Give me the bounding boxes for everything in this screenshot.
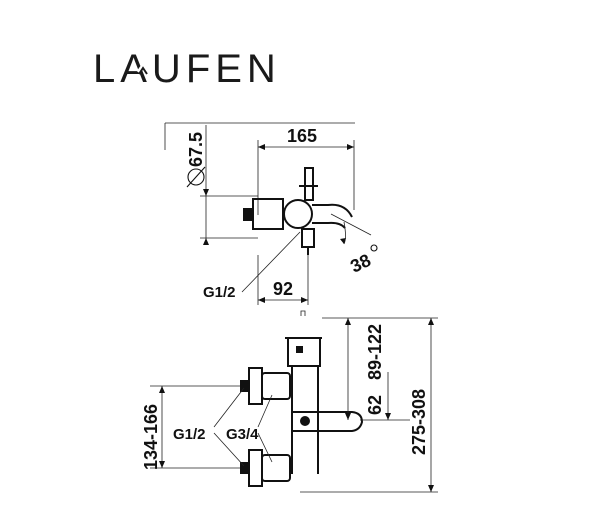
laufen-logo: LAUFEN: [93, 47, 281, 91]
dim-angle: 38: [347, 250, 374, 277]
hose-outlet-shape: [301, 228, 315, 248]
spout-inner-shape: [312, 221, 346, 229]
diverter-housing-shape: [287, 337, 321, 367]
dim-spout-range: 89-122: [365, 324, 385, 380]
mixer-body-shape: [252, 198, 284, 230]
lower-wall-connection-shape: [240, 462, 249, 474]
label-connection-2: G3/4: [226, 426, 259, 443]
dim-offset: 92: [273, 279, 293, 299]
label-connection-top: G1/2: [203, 284, 236, 301]
dim-diameter: 67.5: [186, 132, 206, 167]
dim-total-height: 275-308: [409, 389, 429, 455]
dim-width: 165: [287, 126, 317, 146]
top-cap-shape: [300, 310, 306, 316]
mixer-cartridge-shape: [283, 199, 313, 229]
label-connection-1: G1/2: [173, 426, 206, 443]
front-spout-shape: [292, 411, 364, 432]
diameter-symbol: [186, 166, 206, 188]
dim-spout-height: 62: [365, 395, 385, 415]
upper-wall-connection-shape: [240, 380, 249, 392]
wall-connection-shape: [243, 208, 253, 221]
dim-inlet-distance: 134-166: [141, 404, 161, 470]
top-view: 67.5 165 38 92 G1/2: [164, 122, 378, 305]
diverter-lever-shape: [304, 167, 314, 201]
brand-name: LAUFEN: [93, 47, 281, 91]
spout-shape: [312, 203, 353, 218]
upper-inlet-shape: [248, 367, 263, 405]
front-view: 89-122 62 275-308 134-166 G1/2 G3/4: [141, 310, 438, 493]
lower-inlet-shape: [248, 449, 263, 487]
